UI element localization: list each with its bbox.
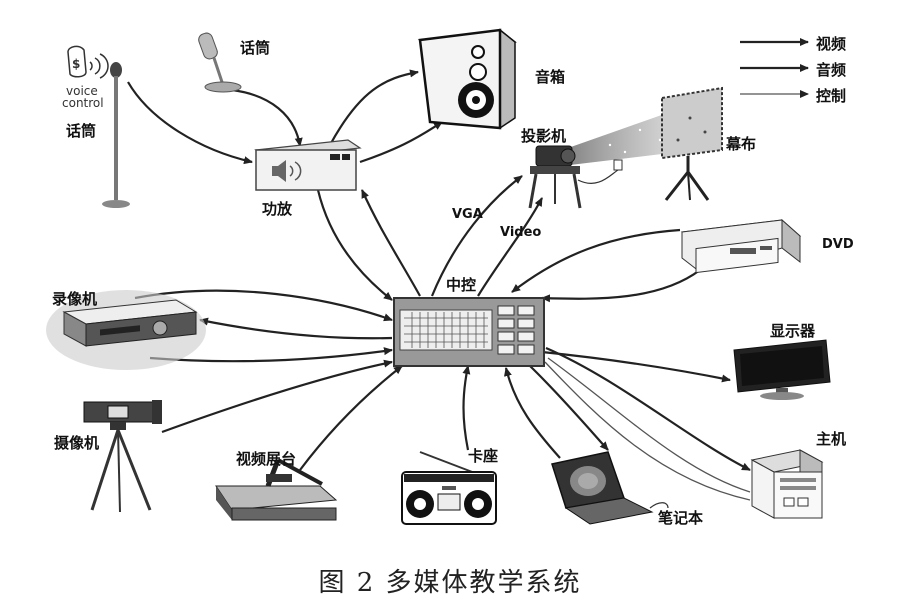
cassette-label: 卡座 (468, 447, 499, 465)
arrow-amp-to-speaker-2 (359, 121, 443, 164)
laptop-label: 笔记本 (658, 509, 704, 527)
cassette-player-icon (401, 451, 497, 525)
camera-label: 摄像机 (54, 434, 100, 452)
arrow-ctrl-to-vcr (199, 317, 393, 340)
arrow-ctrl-to-amp (360, 189, 421, 297)
dvd-player-icon (680, 218, 802, 274)
doc-camera-label: 视频展台 (236, 450, 297, 468)
legend (740, 38, 809, 98)
screen-label: 幕布 (726, 135, 757, 153)
voice-control-label-line1: voice (66, 84, 98, 98)
voice-control-label-line2: control (62, 96, 104, 110)
video-label: Video (500, 225, 542, 240)
monitor-label: 显示器 (770, 322, 816, 340)
connection-arrows (127, 69, 751, 471)
legend-video-label: 视频 (816, 35, 847, 53)
amplifier-label: 功放 (262, 200, 293, 218)
arrow-dvd-to-ctrl-1 (511, 228, 681, 293)
host-computer-icon (750, 449, 824, 519)
projector-label: 投影机 (521, 127, 567, 145)
arrow-amp-to-ctrl (316, 189, 393, 301)
central-controller-icon (393, 297, 545, 367)
desk-mic-label: 话筒 (240, 39, 271, 57)
arrow-doccam-to-ctrl (299, 365, 403, 471)
arrow-vcr-to-ctrl-2 (149, 347, 393, 363)
figure-caption: 图 2 多媒体教学系统 (318, 568, 582, 598)
multimedia-system-diagram: $ (46, 28, 831, 525)
arrow-amp-to-speaker (329, 69, 419, 146)
amplifier-icon (254, 139, 362, 191)
host-label: 主机 (816, 430, 847, 448)
controller-keypad (404, 312, 488, 348)
laptop-icon (551, 451, 669, 525)
document-camera-icon (215, 458, 338, 521)
voice-control-icon: $ (67, 45, 109, 79)
vcr-label: 录像机 (52, 290, 98, 308)
video-camera-icon (83, 400, 162, 513)
arrow-camera-to-ctrl (161, 359, 393, 434)
desk-microphone-icon (198, 32, 242, 93)
vcr-icon (46, 290, 206, 370)
arrow-ctrl-to-projector-vga (430, 175, 523, 297)
arrow-ctrl-to-projector-video (477, 197, 543, 297)
vga-label: VGA (452, 207, 483, 222)
arrow-dvd-to-ctrl-2 (541, 269, 701, 303)
svg-text:$: $ (72, 57, 80, 71)
standing-microphone-icon (102, 62, 130, 208)
arrow-laptop-to-ctrl (504, 367, 561, 459)
arrow-vcr-to-ctrl (134, 289, 393, 322)
projection-screen-icon (661, 86, 723, 201)
arrow-mic-desk-to-amp (231, 88, 303, 147)
controller-label: 中控 (446, 276, 477, 294)
arrow-mic-stand-to-amp (127, 81, 253, 165)
speaker-label: 音箱 (535, 68, 566, 86)
standing-mic-label: 话筒 (66, 122, 97, 140)
legend-control-label: 控制 (816, 87, 847, 105)
arrow-ctrl-to-host (545, 346, 751, 471)
arrow-ctrl-to-laptop (529, 365, 609, 451)
control-lines (544, 357, 751, 501)
dvd-label: DVD (822, 237, 854, 252)
arrow-cassette-to-ctrl (462, 365, 471, 451)
controller-buttons (497, 305, 535, 355)
legend-audio-label: 音频 (816, 61, 847, 79)
arrow-ctrl-to-monitor (541, 350, 731, 383)
monitor-icon (733, 339, 831, 400)
speaker-icon (417, 28, 517, 130)
